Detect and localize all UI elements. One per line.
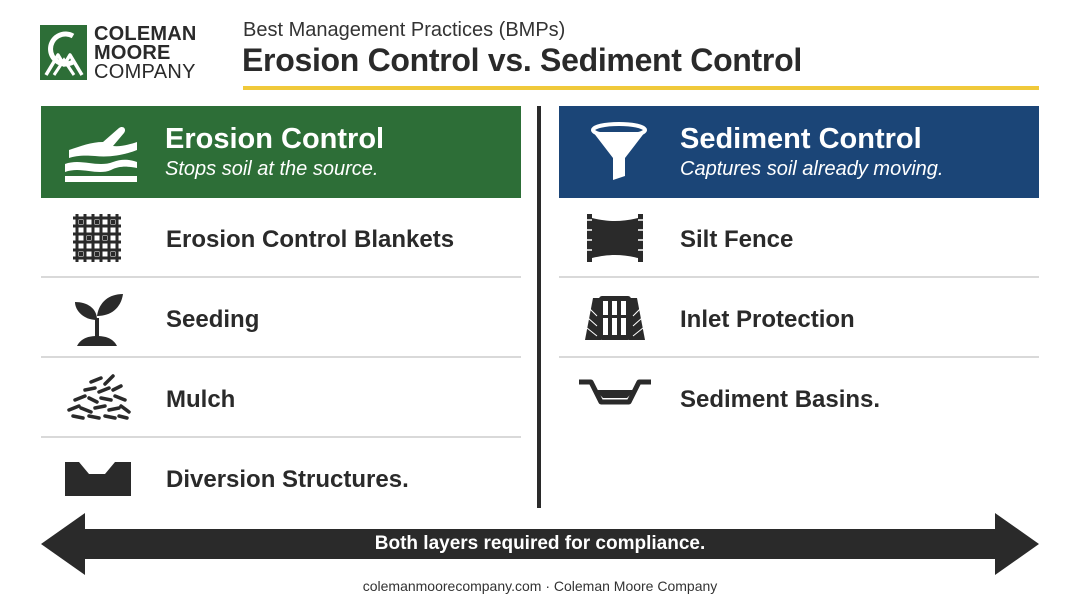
blanket-mesh-icon [73,214,121,262]
title-underline [243,86,1039,90]
column-divider [537,106,541,508]
inlet-grate-icon [585,296,645,340]
funnel-icon [591,122,647,180]
item-silt-fence: Silt Fence [680,226,794,253]
compliance-banner-text: Both layers required for compliance. [374,533,706,554]
erosion-control-header: Erosion Control Stops soil at the source… [41,106,521,198]
page-title: Erosion Control vs. Sediment Control [242,42,802,78]
item-mulch: Mulch [166,386,236,413]
list-item: Mulch [41,358,521,438]
item-sediment-basins: Sediment Basins. [680,386,881,413]
list-item: Silt Fence [559,198,1039,278]
diversion-channel-icon [65,462,131,496]
item-inlet-protection: Inlet Protection [680,306,855,333]
list-item: Diversion Structures. [41,438,521,518]
list-item: Erosion Control Blankets [41,198,521,278]
logo-line-coleman: COLEMAN [94,23,197,45]
item-seeding: Seeding [166,306,260,333]
logo-line-company: COMPANY [94,61,196,83]
mulch-icon [67,374,131,420]
double-arrow-icon [41,513,1039,575]
sediment-basin-icon [579,379,651,405]
sediment-control-title: Sediment Control [680,123,922,155]
silt-fence-icon [587,214,643,262]
erosion-control-column: Erosion Control Stops soil at the source… [41,106,521,518]
seedling-icon [75,294,123,346]
erosion-control-tagline: Stops soil at the source. [165,158,379,180]
list-item: Inlet Protection [559,278,1039,358]
page-subtitle: Best Management Practices (BMPs) [243,19,566,41]
item-erosion-control-blankets: Erosion Control Blankets [166,226,455,253]
list-item: Seeding [41,278,521,358]
sediment-control-header: Sediment Control Captures soil already m… [559,106,1039,198]
footer-text: colemanmoorecompany.com · Coleman Moore … [362,578,718,594]
hand-soil-icon [65,126,137,182]
logo-mark-icon [40,25,87,80]
item-diversion-structures: Diversion Structures. [166,466,409,493]
logo-line-moore: MOORE [94,42,171,64]
sediment-control-column: Sediment Control Captures soil already m… [559,106,1039,438]
erosion-control-title: Erosion Control [165,123,385,155]
sediment-control-tagline: Captures soil already moving. [680,158,944,180]
list-item: Sediment Basins. [559,358,1039,438]
company-logo: COLEMAN MOORE COMPANY [40,23,210,83]
logo-wordmark: COLEMAN MOORE COMPANY [94,23,197,83]
